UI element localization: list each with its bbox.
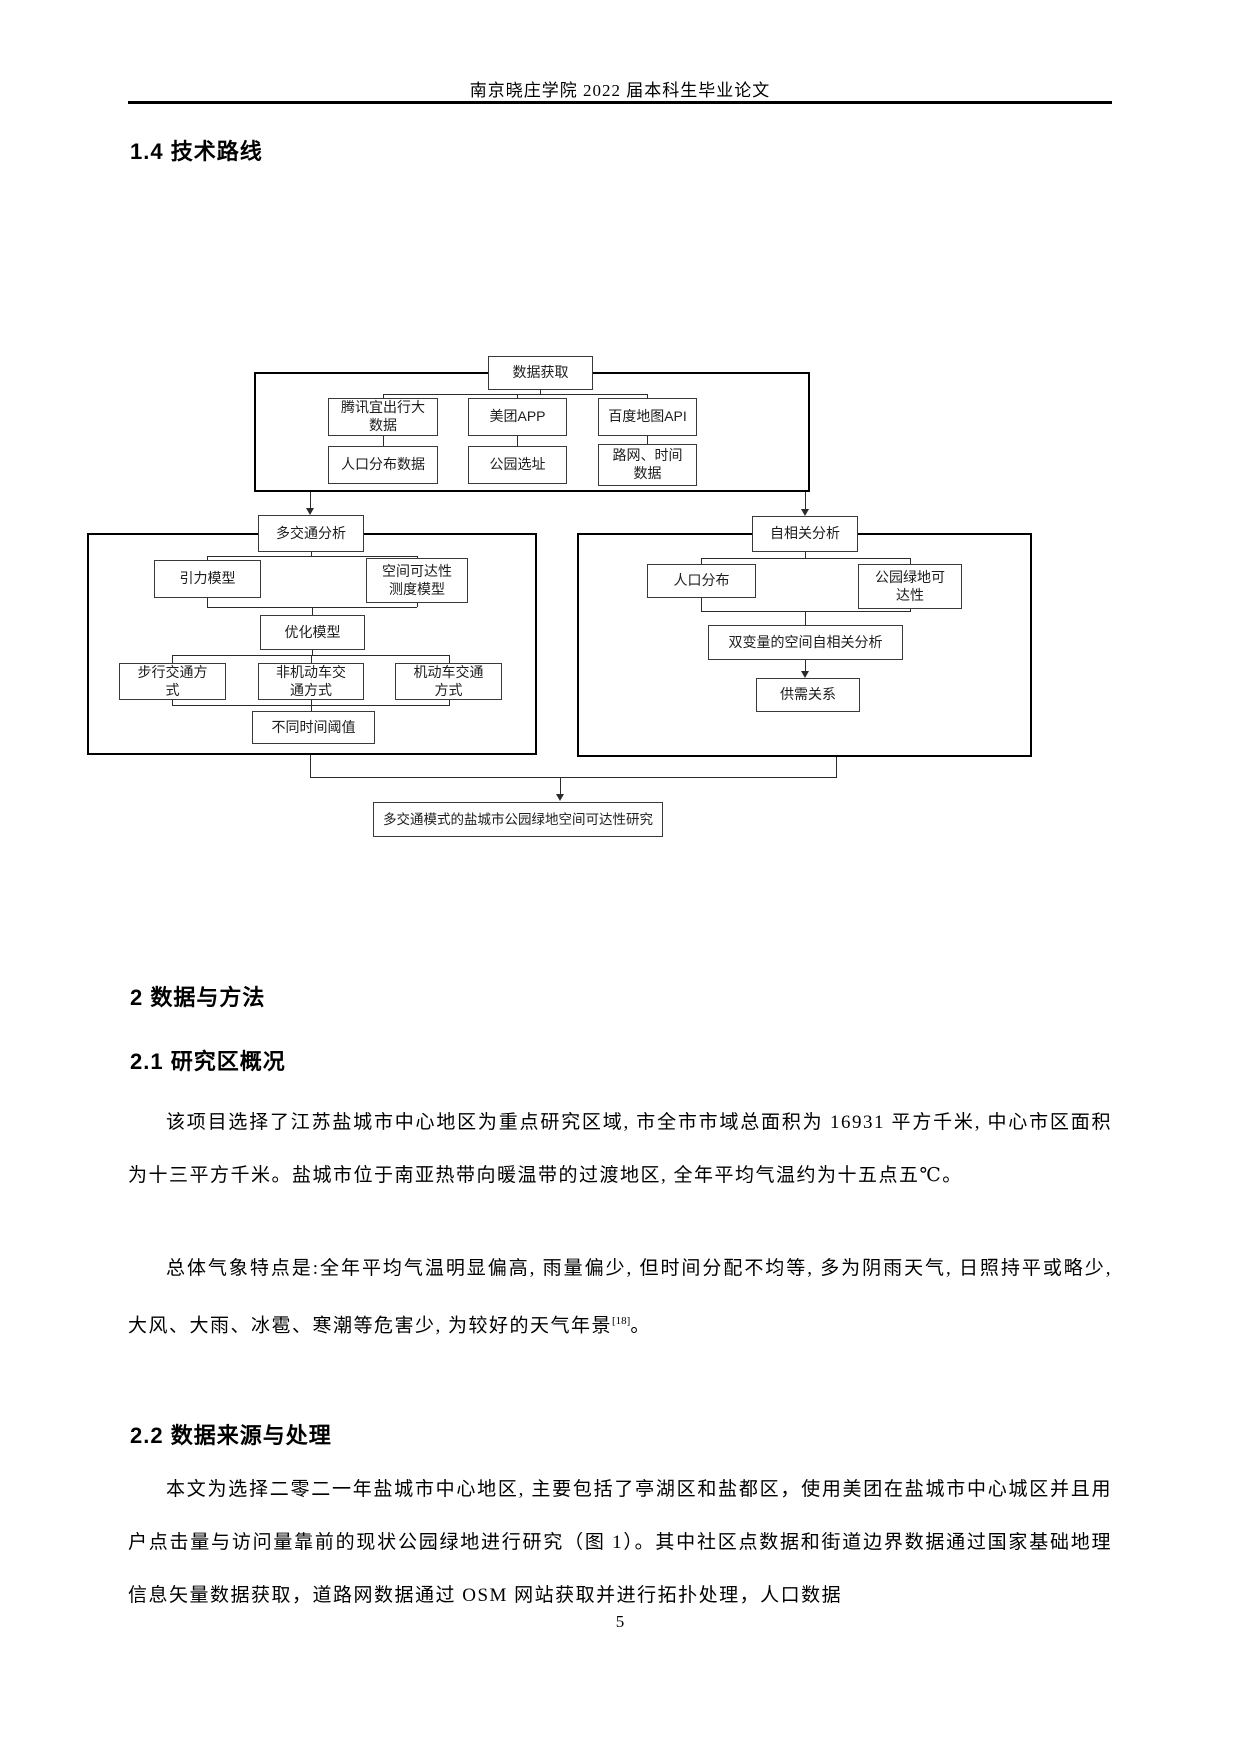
connector-line	[647, 436, 648, 444]
flowchart-node-bivariate-spatial-autocorrelation: 双变量的空间自相关分析	[708, 625, 903, 660]
connector-line	[517, 394, 518, 398]
connector-line	[311, 655, 312, 663]
connector-line	[417, 556, 418, 558]
connector-line	[540, 390, 541, 394]
arrow-down-icon	[801, 671, 809, 678]
connector-line	[560, 777, 561, 795]
connector-line	[310, 755, 311, 777]
page-header: 南京晓庄学院 2022 届本科生毕业论文	[469, 81, 771, 100]
flowchart-node-park-green-space-accessibility: 公园绿地可 达性	[858, 564, 962, 609]
flowchart-node-final-topic: 多交通模式的盐城市公园绿地空间可达性研究	[373, 802, 663, 837]
flowchart-node-road-time-data: 路网、时间 数据	[598, 444, 697, 486]
connector-line	[312, 650, 313, 655]
connector-line	[311, 552, 312, 556]
connector-line	[449, 655, 450, 663]
connector-line	[310, 777, 837, 778]
connector-line	[383, 394, 647, 395]
connector-line	[311, 705, 312, 711]
flowchart-node-walking-mode: 步行交通方 式	[119, 663, 226, 700]
flowchart-node-population-data: 人口分布数据	[328, 446, 438, 484]
connector-line	[312, 607, 313, 615]
connector-line	[383, 394, 384, 398]
connector-line	[517, 436, 518, 446]
connector-line	[701, 558, 702, 564]
flowchart-node-data-acquisition: 数据获取	[488, 356, 593, 390]
connector-line	[805, 552, 806, 558]
section-heading-2-1: 2.1 研究区概况	[130, 1049, 286, 1074]
connector-line	[207, 556, 417, 557]
flowchart-node-optimization-model: 优化模型	[260, 615, 365, 650]
flowchart-node-supply-demand: 供需关系	[756, 678, 860, 712]
paragraph-study-area: 该项目选择了江苏盐城市中心地区为重点研究区域, 市全市市域总面积为 16931 …	[128, 1112, 1112, 1186]
arrow-down-icon	[801, 509, 809, 516]
connector-line	[417, 603, 418, 607]
connector-line	[701, 598, 702, 611]
flowchart-node-time-thresholds: 不同时间阈值	[252, 711, 375, 744]
flowchart-node-meituan-app: 美团APP	[468, 398, 567, 436]
connector-line	[805, 660, 806, 673]
connector-line	[449, 700, 450, 705]
connector-line	[383, 436, 384, 446]
section-heading-2-2: 2.2 数据来源与处理	[130, 1423, 332, 1448]
flowchart-node-park-siting: 公园选址	[468, 446, 567, 484]
paragraph-data-sources: 本文为选择二零二一年盐城市中心地区, 主要包括了亭湖区和盐都区，使用美团在盐城市…	[128, 1479, 1112, 1606]
paragraph-climate: 总体气象特点是:全年平均气温明显偏高, 雨量偏少, 但时间分配不均等, 多为阴雨…	[128, 1242, 1112, 1352]
connector-line	[207, 556, 208, 560]
paragraph-climate-tail: 。	[630, 1315, 651, 1337]
section-heading-2: 2 数据与方法	[130, 985, 266, 1010]
header-rule	[128, 101, 1112, 104]
page-number: 5	[615, 1612, 625, 1631]
connector-line	[805, 611, 806, 625]
connector-line	[836, 757, 837, 777]
connector-line	[310, 492, 311, 509]
connector-line	[910, 558, 911, 564]
flowchart-node-population-distribution: 人口分布	[647, 564, 756, 598]
arrow-down-icon	[306, 508, 314, 515]
paragraph-climate-text: 总体气象特点是:全年平均气温明显偏高, 雨量偏少, 但时间分配不均等, 多为阴雨…	[128, 1258, 1112, 1337]
flowchart-node-autocorrelation-analysis: 自相关分析	[752, 516, 858, 552]
connector-line	[311, 700, 312, 705]
flowchart-node-motorized-mode: 机动车交通 方式	[395, 663, 502, 700]
connector-line	[647, 394, 648, 398]
flowchart-node-gravity-model: 引力模型	[154, 560, 261, 598]
section-heading-1-4: 1.4 技术路线	[130, 139, 263, 164]
reference-superscript: [18]	[612, 1315, 631, 1327]
technical-route-flowchart: 数据获取 腾讯宜出行大 数据 美团APP 百度地图API 人口分布数据 公园选址…	[0, 315, 1240, 855]
flowchart-node-baidu-map-api: 百度地图API	[598, 398, 697, 436]
flowchart-node-multi-traffic-analysis: 多交通分析	[258, 515, 364, 552]
connector-line	[910, 609, 911, 612]
connector-line	[701, 558, 910, 559]
flowchart-node-non-motorized-mode: 非机动车交 通方式	[258, 663, 364, 700]
connector-line	[805, 492, 806, 509]
flowchart-node-tencent-big-data: 腾讯宜出行大 数据	[328, 398, 438, 436]
flowchart-node-accessibility-measure-model: 空间可达性 测度模型	[366, 558, 468, 603]
connector-line	[172, 655, 173, 663]
arrow-down-icon	[556, 794, 564, 801]
connector-line	[172, 700, 173, 705]
connector-line	[207, 598, 208, 607]
